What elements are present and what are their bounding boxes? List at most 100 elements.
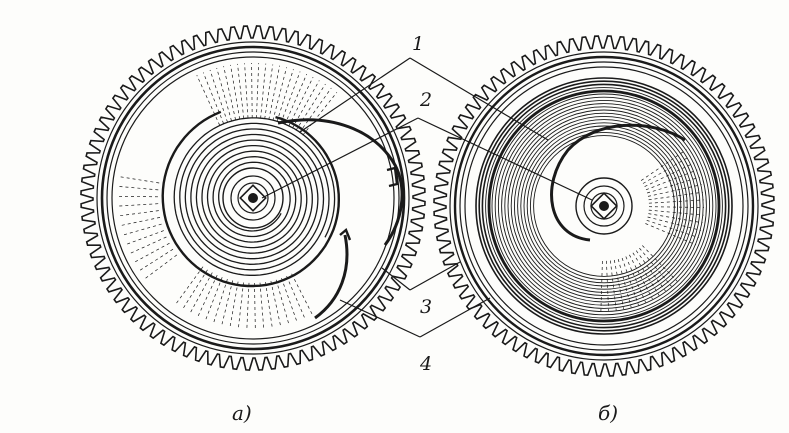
barrel-left-hatch-line	[256, 63, 260, 119]
barrel-left-hatch-line	[126, 230, 164, 245]
barrel-right-spring-layer	[520, 122, 688, 290]
barrel-left-hatch-line	[139, 248, 174, 271]
barrel-right-spring-layer	[510, 112, 698, 300]
barrel-right-hatch-line	[613, 259, 625, 310]
barrel-right-hatching	[600, 149, 705, 312]
barrel-left-hatch-line	[265, 282, 273, 327]
barrel-left-hatch-line	[144, 254, 178, 280]
barrel-left-spring-outer-strip	[277, 118, 404, 246]
barrel-left-hatch-line	[190, 272, 213, 313]
barrel-left-hatch-line	[246, 282, 250, 328]
barrel-right-ring	[449, 51, 759, 361]
barrel-right-spring-layer	[533, 135, 675, 277]
leader-3-right	[409, 261, 461, 291]
barrel-right-ring	[459, 61, 749, 351]
barrel-right-hatch-line	[617, 259, 632, 308]
barrel-right-hatch-line	[642, 155, 691, 184]
barrel-right-spring-layer	[481, 83, 727, 329]
barrel-left-hatch-line	[284, 73, 308, 125]
barrel-right-spring-layer	[504, 106, 704, 306]
barrel-right-hatch-line	[648, 209, 704, 216]
barrel-left-hatch-line	[286, 275, 305, 318]
barrel-left-hatch-line	[205, 277, 223, 320]
barrel-left-hatch-line	[119, 210, 159, 217]
barrel-right-ring	[453, 55, 755, 357]
leader-lines	[261, 57, 593, 338]
callout-1: 1	[412, 33, 424, 55]
callout-4: 4	[419, 353, 432, 375]
barrel-left-hatch-line	[238, 282, 244, 328]
caption-right: б)	[598, 401, 618, 425]
barrel-right-hatch-line	[621, 257, 639, 306]
barrel-left-hatch-line	[123, 223, 162, 236]
barrel-right-spring-layer	[491, 93, 717, 319]
barrel-right-ring	[464, 66, 744, 346]
barrel-left-spring-hook	[339, 228, 352, 241]
barrel-left-spring-coil	[173, 117, 336, 276]
barrel-left-hatch-line	[254, 282, 256, 329]
barrel-left-hatch-line	[244, 63, 249, 119]
callout-2: 2	[419, 89, 432, 111]
barrel-left-hatch-line	[251, 62, 253, 119]
barrel-right	[433, 35, 775, 377]
barrel-right-hatch-line	[610, 260, 617, 311]
barrel-right-spring-layer	[513, 115, 695, 297]
barrel-right-hatch-line	[632, 252, 660, 296]
barrel-left-hatch-line	[134, 242, 170, 263]
barrel-left-ring	[100, 45, 406, 351]
barrel-left-hatch-line	[259, 282, 265, 328]
barrel-left-ring	[96, 41, 410, 355]
barrel-right-spring-free-end	[550, 123, 686, 242]
barrel-right-hatch-line	[648, 213, 703, 224]
barrel-right-spring-layer	[507, 109, 701, 303]
barrel-left-hatch-line	[129, 236, 167, 254]
leader-1-right	[409, 57, 549, 141]
barrel-left-bridle-end	[386, 166, 399, 188]
barrel-left-hatch-line	[291, 273, 313, 315]
barrel-left-hatch-line	[213, 278, 228, 323]
barrel-left-hatch-line	[275, 279, 289, 324]
barrel-right-spring-layer	[485, 87, 723, 325]
barrel-left-hatch-line	[176, 266, 204, 304]
barrel-right-spring-layer	[494, 96, 714, 316]
barrel-left-hatch-line	[302, 92, 338, 136]
callout-3: 3	[420, 296, 432, 318]
barrel-left-hatch-line	[221, 280, 234, 325]
barrel-left-spring-coil-outer	[161, 110, 341, 288]
barrel-right-arbor	[575, 177, 633, 235]
barrel-left	[80, 25, 426, 371]
barrel-left-hatch-line	[230, 64, 241, 120]
barrel-left-hatch-line	[295, 83, 326, 131]
barrel-right-spring-layer	[517, 119, 691, 293]
barrel-right-packed-spring	[475, 77, 733, 335]
barrel-left-hatch-line	[260, 63, 267, 119]
leader-4-right	[419, 297, 491, 338]
barrel-left-hatch-line	[270, 281, 281, 326]
barrel-left-wall-rings	[96, 41, 410, 355]
barrel-right-spring-layer	[497, 99, 711, 313]
barrel-left-hatch-line	[117, 195, 159, 198]
barrel-left-hatch-line	[223, 66, 236, 120]
barrel-right-hatch-line	[606, 260, 609, 311]
barrel-left-hatch-line	[197, 274, 218, 317]
barrel-right-spring-layer-dark	[487, 89, 721, 323]
barrel-left-hatching	[117, 62, 338, 329]
barrel-left-hatch-line	[299, 87, 332, 134]
leader-1-left	[299, 57, 411, 133]
barrel-left-arbor	[222, 167, 284, 229]
barrel-left-mainspring-coil	[161, 110, 341, 288]
barrel-left-hatch-line	[264, 64, 274, 119]
leader-2-left	[261, 117, 419, 199]
barrel-left-hatch-line	[272, 67, 287, 121]
barrel-right-gear-teeth	[433, 35, 775, 377]
barrel-left-hatch-line	[118, 186, 159, 191]
barrel-left-hatch-line	[229, 281, 239, 327]
barrel-right-hatch-line	[629, 254, 653, 300]
leader-2-right	[417, 117, 593, 201]
barrel-right-hatch-line	[642, 245, 678, 282]
barrel-right-wall-rings	[449, 51, 759, 361]
barrel-left-hatch-line	[118, 203, 159, 207]
leader-4-left	[339, 299, 421, 338]
